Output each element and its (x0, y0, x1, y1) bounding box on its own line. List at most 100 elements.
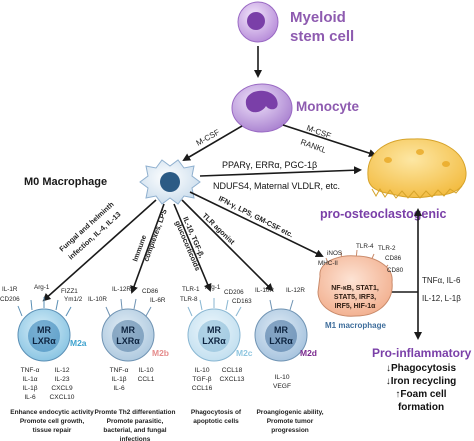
m2b-cell (101, 298, 155, 362)
m0-to-m2a-arrow (42, 199, 157, 302)
m2a-cyto-left-2: IL-1α (22, 376, 37, 383)
m2b-desc-4: infections (120, 436, 151, 441)
m1-receptor-cd86: CD86 (385, 255, 402, 262)
m2c-receptor-cd206: CD206 (224, 289, 244, 296)
m2d-stimulus: TLR agonist (201, 211, 238, 247)
m1-cytokines-1: TNFα, IL-6 (422, 276, 461, 285)
m1-receptor-tlr2: TLR-2 (378, 245, 396, 252)
m0-to-osteoclast-arrow (199, 166, 362, 177)
factors-line-1: PPARγ, ERRα, PGC-1β (222, 160, 317, 170)
stem-cell-label-2: stem cell (290, 28, 354, 45)
m2a-cell (17, 297, 72, 362)
m2b-lxr: LXRα (116, 336, 140, 346)
m2d-cyto-2: VEGF (273, 383, 291, 390)
m2d-lxr: LXRα (269, 336, 293, 346)
m2b-receptor-il10r: IL-10R (88, 296, 107, 303)
m2b-stimulus-2: complexes, LPS (141, 208, 168, 263)
m2c-receptor-cd163: CD163 (232, 298, 252, 305)
m2b-receptor-il6r: IL-6R (150, 297, 166, 304)
m1-receptor-tlr4: TLR-4 (356, 243, 374, 250)
m0-macrophage-label: M0 Macrophage (24, 176, 107, 188)
m0-to-m2d-arrow (181, 199, 274, 292)
m2a-cyto-right-4: CXCL10 (50, 394, 75, 401)
m0-macrophage-cell (139, 159, 201, 205)
m1-cytokines-2: IL-12, L-1β (422, 294, 461, 303)
pro-inflammatory-line-4: formation (398, 402, 444, 413)
m2b-cyto-left-2: IL-1β (111, 376, 126, 383)
m2b-receptor-il12r: IL-12R (112, 286, 131, 293)
m0-to-m1-arrow (189, 191, 324, 257)
m1-macrophage-cell (317, 249, 393, 317)
m2a-mr: MR (37, 325, 51, 335)
m2a-cyto-left-1: TNF-α (21, 367, 40, 374)
m1-receptor-inos: iNOS (327, 250, 342, 257)
m0-to-m2c-arrow (173, 203, 212, 292)
m2a-cyto-right-2: IL-23 (54, 376, 69, 383)
m1-inner-3: IRF5, HIF-1α (335, 303, 377, 310)
m2c-receptor-tlr8: TLR-8 (180, 296, 198, 303)
m2a-receptor-cd206: CD206 (0, 296, 20, 303)
m1-receptor-mhc2: MHC-II (318, 260, 338, 267)
mcsf-left-label: M-CSF (195, 128, 222, 148)
m2d-cell (254, 299, 308, 362)
m2a-lxr: LXRα (32, 336, 56, 346)
myeloid-stem-cell (237, 1, 279, 43)
m2b-desc-1: Promte Th2 differentiation (95, 409, 176, 416)
m2b-desc-3: bacterial, and fungal (103, 427, 166, 434)
m2c-cell (187, 298, 242, 362)
m2a-tag: M2a (70, 338, 87, 348)
m2b-cyto-left-1: TNF-α (110, 367, 129, 374)
m2c-desc-2: apoptotic cells (193, 418, 239, 425)
pro-inflammatory-line-1: ↓Phagocytosis (386, 363, 456, 374)
m2a-cyto-left-3: IL-1β (22, 385, 37, 392)
rankl-label: RANKL (299, 137, 328, 155)
m2a-desc-3: tissue repair (33, 427, 72, 434)
m2c-cyto-left-1: IL-10 (194, 367, 209, 374)
m2c-mr: MR (207, 325, 221, 335)
m2a-cyto-left-4: IL-6 (24, 394, 36, 401)
m2c-lxr: LXRα (202, 336, 226, 346)
monocyte-label: Monocyte (296, 99, 359, 114)
m2a-desc-1: Enhance endocytic activity (10, 409, 94, 416)
monocyte-to-osteoclast-arrow (282, 124, 377, 157)
m2b-desc-2: Promote parasitic, (107, 418, 164, 425)
pro-osteoclastogenic-label: pro-osteoclastogenic (320, 207, 446, 221)
m1-inner-2: STAT5, IRF3, (334, 294, 376, 301)
m2a-receptor-arg1: Arg-1 (34, 284, 50, 291)
m2d-receptor-il10r: IL-10R (255, 287, 274, 294)
m1-receptor-cd80: CD80 (387, 267, 404, 274)
m2c-receptor-arg1: Arg-1 (205, 284, 221, 291)
m2d-receptor-il12r: IL-12R (286, 287, 305, 294)
m2b-mr: MR (121, 325, 135, 335)
m2d-tag: M2d (300, 348, 317, 358)
m2b-cyto-left-3: IL-6 (113, 385, 125, 392)
m2c-cyto-left-2: TGF-β (192, 376, 211, 383)
m2a-desc-2: Promote cell growth, (20, 418, 84, 425)
factors-line-2: NDUFS4, Maternal VLDLR, etc. (213, 181, 340, 191)
m2b-cyto-right-1: IL-10 (138, 367, 153, 374)
monocyte-to-m0-arrow (182, 125, 243, 162)
m2a-receptor-il1r: IL-1R (2, 286, 18, 293)
m2c-cyto-left-3: CCL16 (192, 385, 213, 392)
m2c-desc-1: Phagocytosis of (191, 409, 242, 416)
mcsf-right-label: M-CSF (305, 123, 332, 140)
m2c-tag: M2c (236, 348, 253, 358)
pro-inflammatory-title: Pro-inflammatory (372, 346, 472, 360)
m2a-receptor-fizz1: FIZZ1 (61, 288, 78, 295)
m1-tag: M1 macrophage (325, 321, 386, 330)
m2b-tag: M2b (152, 348, 169, 358)
m2a-cyto-right-3: CXCL9 (51, 385, 73, 392)
m2b-receptor-cd86: CD86 (142, 288, 159, 295)
osteoclast-cell (367, 138, 467, 199)
m2d-cyto-1: IL-10 (274, 374, 289, 381)
pro-inflammatory-line-2: ↓Iron recycling (386, 376, 457, 387)
monocyte-cell (231, 83, 293, 133)
m2d-mr: MR (274, 325, 288, 335)
m2d-desc-1: Proangiogenic ability, (256, 409, 323, 416)
m2c-cyto-right-1: CCL18 (222, 367, 243, 374)
m2d-desc-3: progression (271, 427, 309, 434)
m1-inner-1: NF-κB, STAT1, (331, 285, 379, 292)
m2c-cyto-right-2: CXCL13 (220, 376, 245, 383)
pro-inflammatory-line-3: ↑Foam cell (395, 389, 446, 400)
m2a-receptor-ym12: Ym1/2 (64, 296, 83, 303)
